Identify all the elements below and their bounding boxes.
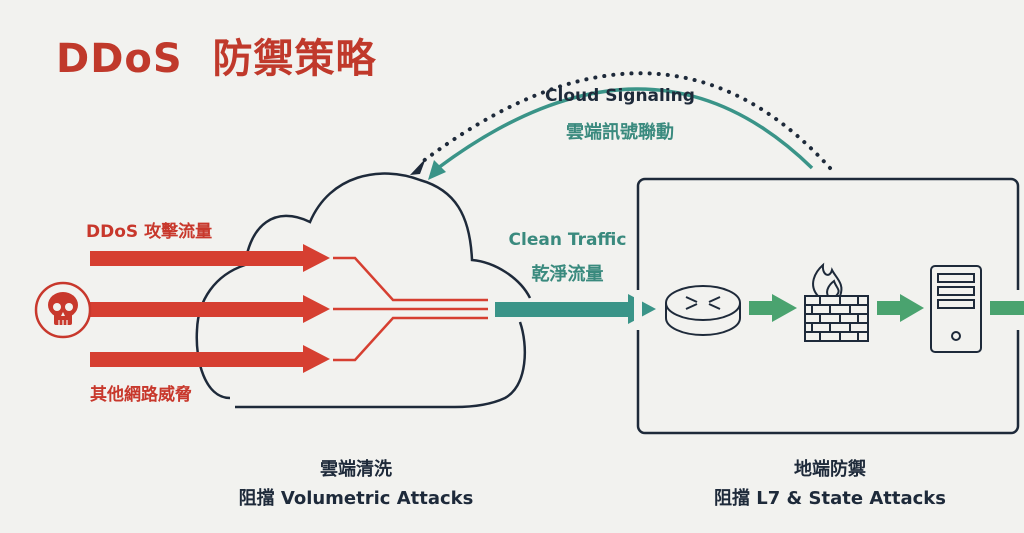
- scrubbing-lines: [333, 256, 488, 362]
- signaling-dotted-arrowhead: [410, 158, 426, 175]
- signaling-arrowhead: [428, 160, 446, 180]
- attack-arrow-top: [90, 244, 330, 272]
- cloud-section-subtitle: 阻擋 Volumetric Attacks: [238, 488, 474, 509]
- attack-arrow-middle: [90, 295, 330, 323]
- green-arrow-1: [749, 294, 797, 322]
- clean-traffic-label-zh: 乾淨流量: [531, 264, 604, 285]
- cloud-outline: [195, 172, 532, 409]
- attack-arrow-bottom: [90, 345, 330, 373]
- green-arrow-2: [877, 294, 924, 322]
- server-icon: [930, 265, 982, 353]
- signaling-label-en: Cloud Signaling: [545, 86, 695, 106]
- clean-traffic-label-en: Clean Traffic: [508, 230, 627, 250]
- signaling-dotted-arc: [416, 71, 832, 170]
- attack-label-top: DDoS 攻擊流量: [86, 222, 213, 242]
- signaling-arc: [436, 87, 814, 170]
- cloud-section-title: 雲端清洗: [320, 459, 392, 480]
- firewall-icon: [804, 262, 869, 342]
- green-arrow-exit: [990, 301, 1024, 315]
- onprem-section-subtitle: 阻擋 L7 & State Attacks: [714, 488, 946, 509]
- attack-label-bottom: 其他網路威脅: [90, 385, 192, 405]
- onprem-section-title: 地端防禦: [794, 459, 866, 480]
- page-title: DDoS 防禦策略: [56, 36, 377, 82]
- clean-traffic-arrow: [495, 294, 656, 324]
- signaling-label-zh: 雲端訊號聯動: [566, 122, 674, 143]
- skull-icon: [34, 281, 92, 339]
- router-icon: [665, 285, 741, 336]
